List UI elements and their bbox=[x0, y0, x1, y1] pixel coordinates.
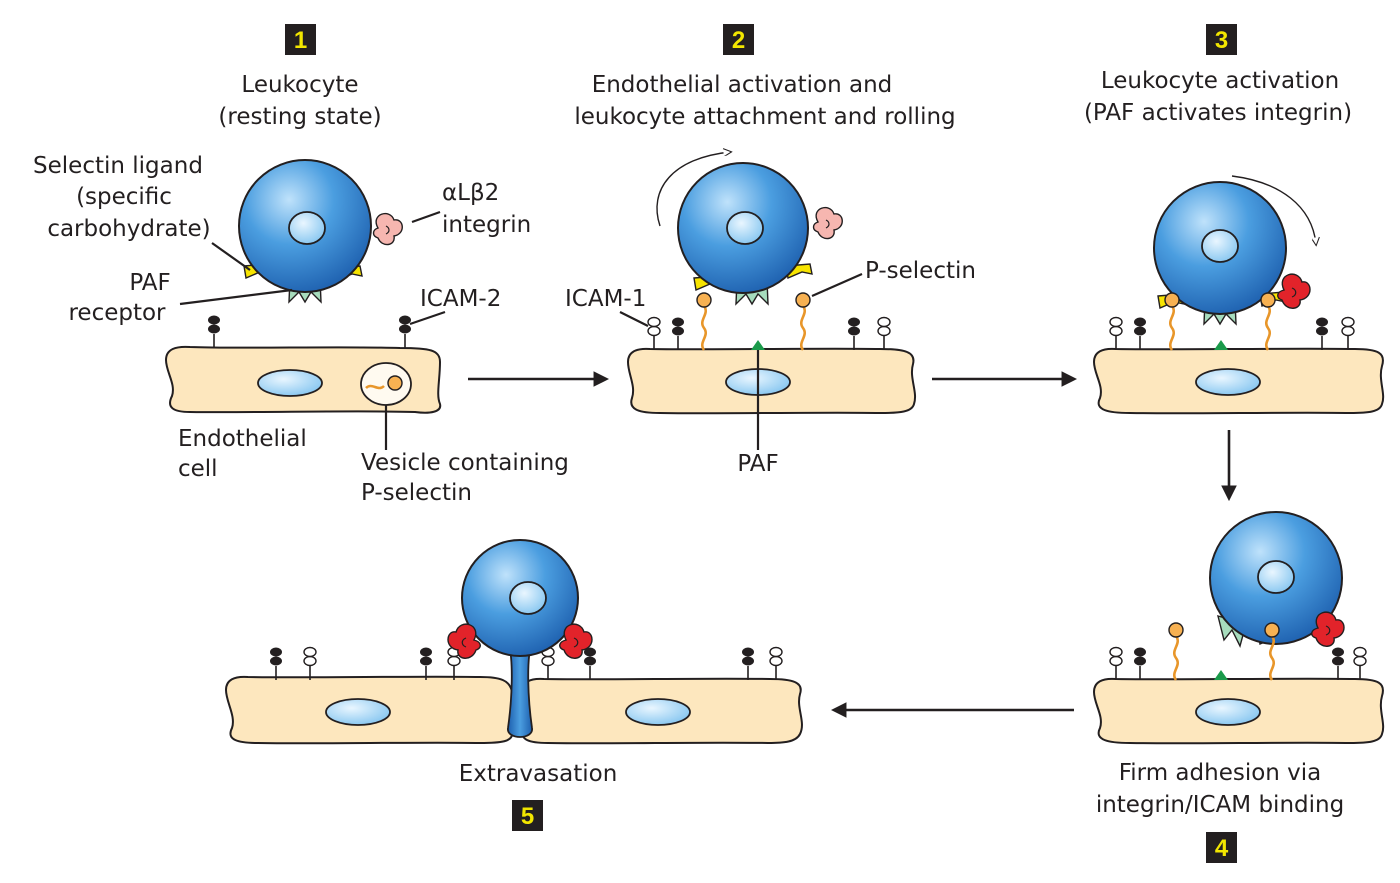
step-2-title-line1: Endothelial activation and bbox=[592, 72, 893, 98]
endothelial-cell-4 bbox=[1092, 621, 1385, 745]
step-5-number: 5 bbox=[521, 803, 534, 830]
leukocyte-firm-adhesion bbox=[1209, 511, 1345, 648]
step-1-title-line1: Leukocyte bbox=[241, 72, 358, 98]
p-selectin-icon bbox=[1167, 621, 1185, 682]
integrin-inactive-icon bbox=[372, 212, 403, 246]
step-3-title-line2: (PAF activates integrin) bbox=[1084, 100, 1352, 126]
label-paf: PAF bbox=[737, 451, 778, 477]
icam1-icon bbox=[1109, 646, 1123, 681]
p-selectin-icon bbox=[794, 291, 812, 352]
label-selectin-ligand-line3: carbohydrate) bbox=[47, 216, 210, 242]
label-endothelial-cell-line1: Endothelial bbox=[178, 426, 307, 452]
step-4-number: 4 bbox=[1215, 835, 1229, 862]
step-4-badge bbox=[1206, 832, 1237, 863]
icam1-icon bbox=[877, 316, 891, 351]
vesicle-icon bbox=[360, 362, 412, 406]
label-selectin-ligand-line1: Selectin ligand bbox=[33, 153, 203, 179]
icam2-icon bbox=[269, 646, 283, 681]
step-4: Firm adhesion via integrin/ICAM binding … bbox=[1092, 511, 1385, 863]
icam2-icon bbox=[207, 314, 221, 349]
step-3-number: 3 bbox=[1215, 27, 1228, 54]
step-2: 2 Endothelial activation and leukocyte a… bbox=[565, 24, 976, 477]
icam1-icon bbox=[1353, 646, 1367, 681]
icam1-icon bbox=[1109, 316, 1123, 351]
step-5-title: Extravasation bbox=[459, 761, 618, 787]
icam2-icon bbox=[419, 646, 433, 681]
step-5: Extravasation 5 bbox=[224, 539, 803, 831]
p-selectin-icon bbox=[1163, 291, 1181, 352]
label-icam1: ICAM-1 bbox=[565, 286, 646, 312]
label-selectin-ligand-line2: (specific bbox=[76, 184, 172, 210]
rolling-arrow-icon bbox=[656, 152, 730, 227]
icam2-icon bbox=[583, 646, 597, 681]
icam2-icon bbox=[671, 316, 685, 351]
icam2-icon bbox=[1133, 316, 1147, 351]
step-1-number: 1 bbox=[294, 27, 307, 54]
leukocyte-resting bbox=[238, 159, 403, 303]
endothelial-cell-5a bbox=[224, 646, 514, 745]
icam1-icon bbox=[303, 646, 317, 681]
nucleus-icon bbox=[288, 211, 326, 245]
endothelial-cell-5b bbox=[520, 646, 803, 745]
label-vesicle-line2: P-selectin bbox=[361, 480, 472, 506]
icam2-icon bbox=[847, 316, 861, 351]
p-selectin-icon bbox=[695, 291, 713, 352]
step-1: 1 Leukocyte (resting state) Selectin lig… bbox=[33, 24, 569, 506]
label-paf-receptor-line1: PAF bbox=[129, 270, 170, 296]
rolling-arrow-icon bbox=[1231, 175, 1316, 244]
label-p-selectin: P-selectin bbox=[865, 258, 976, 284]
label-paf-receptor-line2: receptor bbox=[68, 300, 166, 326]
icam2-icon bbox=[1315, 316, 1329, 351]
paf-molecule-icon bbox=[751, 340, 765, 350]
step-2-number: 2 bbox=[732, 27, 745, 54]
step-5-badge bbox=[512, 800, 543, 831]
label-endothelial-cell-line2: cell bbox=[178, 456, 218, 482]
label-vesicle-line1: Vesicle containing bbox=[361, 450, 569, 476]
endothelial-cell-3 bbox=[1092, 291, 1385, 415]
icam2-icon bbox=[741, 646, 755, 681]
label-icam2: ICAM-2 bbox=[420, 286, 501, 312]
step-3-title-line1: Leukocyte activation bbox=[1101, 68, 1339, 94]
step-3-badge bbox=[1206, 24, 1237, 55]
leukocyte-extravasating bbox=[447, 539, 593, 738]
integrin-active-icon bbox=[1277, 273, 1311, 309]
step-4-title-line2: integrin/ICAM binding bbox=[1096, 792, 1344, 818]
icam1-icon bbox=[1341, 316, 1355, 351]
endothelial-cell-1 bbox=[164, 314, 442, 414]
leukocyte-rolling bbox=[677, 162, 843, 305]
label-integrin-line2: integrin bbox=[442, 212, 531, 238]
icam2-icon bbox=[398, 314, 412, 349]
step-4-title-line1: Firm adhesion via bbox=[1119, 760, 1322, 786]
icam2-icon bbox=[1331, 646, 1345, 681]
step-2-title-line2: leukocyte attachment and rolling bbox=[574, 104, 955, 130]
leukocyte-activated bbox=[1153, 181, 1311, 325]
p-selectin-icon bbox=[1263, 621, 1281, 682]
label-integrin-line1: αLβ2 bbox=[442, 180, 499, 206]
step-2-badge bbox=[723, 24, 754, 55]
icam1-icon bbox=[541, 646, 555, 681]
integrin-inactive-icon bbox=[812, 206, 843, 240]
paf-molecule-icon bbox=[1214, 670, 1228, 680]
integrin-active-icon bbox=[1311, 611, 1345, 647]
paf-molecule-icon bbox=[1214, 340, 1228, 350]
icam1-icon bbox=[647, 316, 661, 351]
p-selectin-icon bbox=[1259, 291, 1277, 352]
icam1-icon bbox=[769, 646, 783, 681]
endothelial-cell-2 bbox=[626, 291, 916, 415]
step-1-title-line2: (resting state) bbox=[218, 104, 381, 130]
step-1-badge bbox=[285, 24, 316, 55]
step-3: 3 Leukocyte activation (PAF activates in… bbox=[1084, 24, 1385, 415]
icam2-icon bbox=[1133, 646, 1147, 681]
